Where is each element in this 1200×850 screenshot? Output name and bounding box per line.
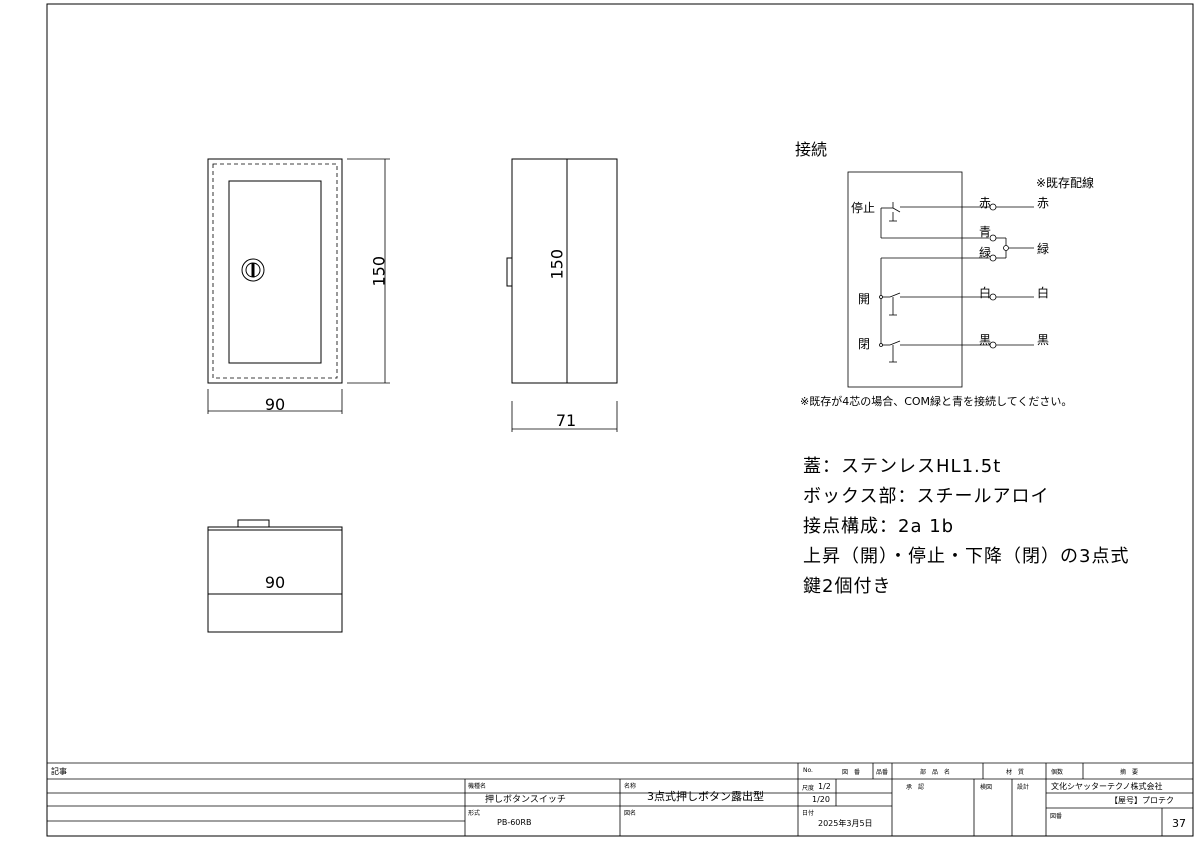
wiring-diagram bbox=[847, 171, 1034, 388]
date-value: 2025年3月5日 bbox=[818, 819, 873, 828]
remarks-label: 摘 要 bbox=[1120, 769, 1139, 776]
sheet-label: 図番 bbox=[1050, 813, 1063, 820]
terminal-red-inner: 赤 bbox=[979, 196, 992, 210]
scale-value-1: 1/2 bbox=[818, 782, 831, 791]
bottom-width-label: 90 bbox=[264, 573, 286, 592]
terminal-white-inner: 白 bbox=[979, 286, 992, 300]
designed-label-visible: 設計 bbox=[1017, 784, 1030, 791]
terminal-red-outer: 赤 bbox=[1037, 196, 1050, 210]
terminal-black-inner: 黒 bbox=[979, 333, 992, 347]
machine-name-value: 押しボタンスイッチ bbox=[485, 795, 566, 805]
scale-value-2: 1/20 bbox=[812, 795, 830, 804]
front-view bbox=[207, 158, 343, 384]
brand-name: 【屋号】プロテク bbox=[1110, 796, 1174, 805]
spec-operation: 上昇（開）・停止・下降（閉）の3点式 bbox=[803, 546, 1130, 567]
checked-label: 検図 bbox=[980, 784, 993, 791]
wiring-note: ※既存が4芯の場合、COM緑と青を接続してください。 bbox=[800, 395, 1073, 408]
date-label: 日付 bbox=[802, 810, 815, 817]
title-block bbox=[47, 762, 1193, 836]
no-label: No. bbox=[803, 767, 813, 774]
drawing-name-label: 図名 bbox=[624, 810, 637, 817]
part-name-label: 部 品 名 bbox=[920, 769, 951, 776]
spec-keys: 鍵2個付き bbox=[803, 576, 892, 597]
wiring-junction-dots bbox=[879, 295, 883, 347]
side-depth-label: 71 bbox=[555, 411, 577, 430]
name-value: 3点式押しボタン露出型 bbox=[647, 790, 764, 803]
side-height-label: 150 bbox=[547, 248, 567, 280]
front-width-label: 90 bbox=[264, 395, 286, 414]
name-label: 名称 bbox=[624, 783, 637, 790]
terminal-blue-inner: 青 bbox=[979, 225, 992, 239]
terminal-white-outer: 白 bbox=[1037, 286, 1050, 300]
scale-label: 尺度 bbox=[802, 785, 815, 792]
side-view bbox=[506, 158, 618, 384]
spec-cover: 蓋：ステンレスHL1.5t bbox=[803, 456, 1002, 477]
notes-label: 記事 bbox=[51, 767, 67, 776]
drawing-frame bbox=[46, 3, 1194, 837]
drawing-no-label: 図 番 bbox=[842, 769, 861, 776]
spec-contact: 接点構成：2a 1b bbox=[803, 516, 955, 537]
part-no-label: 品番 bbox=[876, 769, 889, 776]
company-name: 文化シヤッターテクノ株式会社 bbox=[1051, 782, 1163, 791]
existing-wiring-label: ※既存配線 bbox=[1036, 176, 1095, 190]
machine-name-label: 機種名 bbox=[468, 783, 487, 790]
key-lock-icon bbox=[241, 258, 265, 282]
switch-box-outline bbox=[847, 171, 963, 388]
wiring-title: 接続 bbox=[795, 140, 828, 159]
approved-label: 承 認 bbox=[906, 784, 925, 791]
terminal-green-outer: 緑 bbox=[1037, 242, 1050, 256]
sheet-number: 37 bbox=[1172, 817, 1186, 830]
model-value: PB-60RB bbox=[497, 818, 532, 827]
front-width-dimension bbox=[207, 389, 343, 414]
bottom-view bbox=[207, 519, 343, 633]
model-label: 形式 bbox=[468, 810, 481, 817]
open-label: 開 bbox=[858, 292, 871, 306]
close-label: 閉 bbox=[858, 337, 871, 351]
terminal-green-inner: 緑 bbox=[979, 246, 992, 260]
material-label: 材 質 bbox=[1006, 769, 1025, 776]
stop-label: 停止 bbox=[851, 201, 876, 215]
spec-box: ボックス部：スチールアロイ bbox=[803, 486, 1050, 507]
qty-label: 個数 bbox=[1051, 769, 1064, 776]
terminal-black-outer: 黒 bbox=[1037, 333, 1050, 347]
front-height-label: 150 bbox=[369, 255, 389, 287]
front-height-dimension bbox=[347, 158, 390, 384]
side-depth-dimension bbox=[511, 401, 618, 432]
